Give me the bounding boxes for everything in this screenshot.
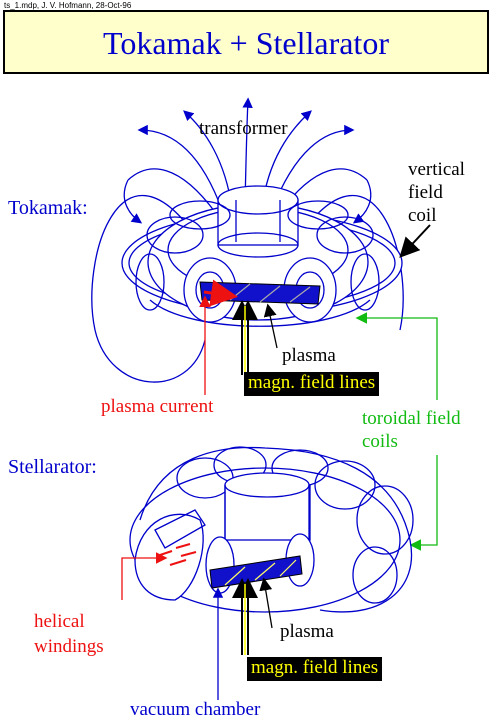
helical-pointer bbox=[121, 552, 168, 600]
vertical-coil-pointer bbox=[399, 224, 431, 258]
plasma-current-label: plasma current bbox=[101, 396, 214, 417]
title-box: Tokamak + Stellarator bbox=[3, 10, 489, 74]
tokamak-plasma-label: plasma bbox=[282, 345, 336, 366]
file-meta: ts_1.mdp, J. V. Hofmann, 28-Oct-96 bbox=[4, 1, 132, 10]
toroidal-coils-line1: toroidal field bbox=[362, 408, 461, 429]
tokamak-plasma bbox=[199, 279, 321, 307]
tokamak-device bbox=[121, 185, 403, 327]
tokamak-field-lines-label: magn. field lines bbox=[244, 372, 380, 396]
toroidal-coils-line2: coils bbox=[362, 431, 398, 452]
helical-line2: windings bbox=[34, 636, 104, 657]
vacuum-chamber-label: vacuum chamber bbox=[130, 699, 261, 720]
helical-line1: helical bbox=[34, 611, 85, 632]
tokamak-plasma-pointer bbox=[263, 303, 278, 349]
tokamak-label: Tokamak: bbox=[8, 197, 88, 219]
stellarator-plasma-label: plasma bbox=[280, 621, 334, 642]
vertical-coil-line3: coil bbox=[408, 205, 437, 226]
stellarator-field-lines-label: magn. field lines bbox=[247, 657, 383, 681]
vertical-coil-line1: vertical bbox=[408, 159, 465, 180]
transformer-label: transformer bbox=[199, 118, 288, 139]
toroidal-coil-pointers bbox=[355, 312, 438, 551]
page-title: Tokamak + Stellarator bbox=[103, 25, 389, 61]
vertical-coil-line2: field bbox=[408, 182, 443, 203]
stellarator-label: Stellarator: bbox=[8, 456, 97, 478]
stellarator-plasma-pointer bbox=[259, 577, 273, 629]
stellarator-device bbox=[129, 446, 414, 613]
